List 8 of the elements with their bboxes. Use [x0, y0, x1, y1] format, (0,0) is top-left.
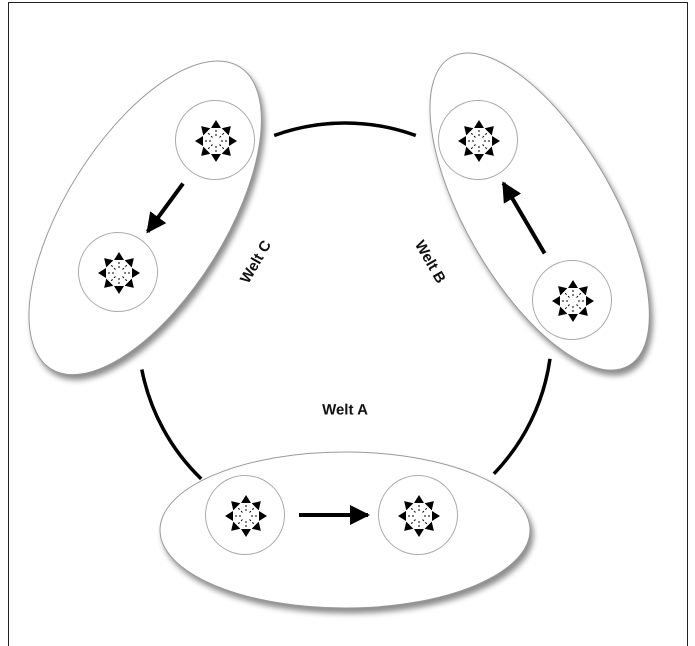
connector-arc — [140, 369, 202, 480]
arrow — [146, 182, 185, 234]
world-ellipse — [160, 452, 530, 608]
world-label: Welt A — [322, 402, 368, 418]
connector-arc — [274, 121, 416, 138]
arrow — [502, 181, 546, 254]
connector-arc — [492, 358, 552, 475]
arrow — [299, 505, 370, 525]
